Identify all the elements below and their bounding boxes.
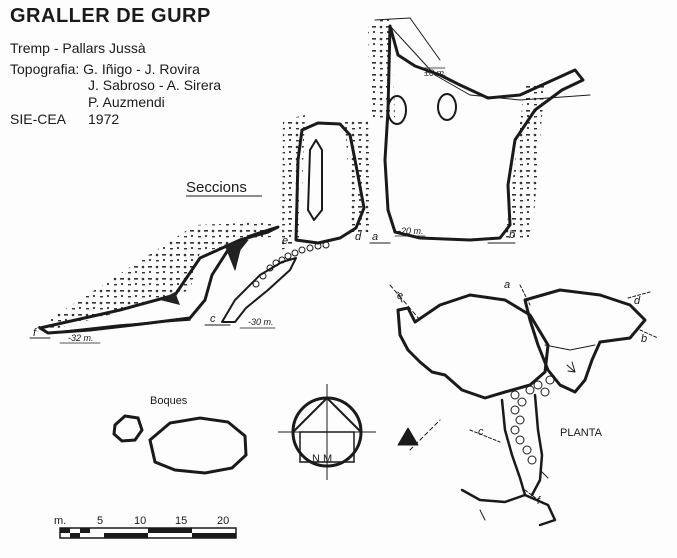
plan-lower-passage [500,393,544,497]
rock-fill-left [160,292,180,305]
plan-letter-b: b [641,333,647,345]
plan-letter-d: d [634,295,641,307]
section-letter-f: f [33,327,37,339]
plan-arrow [566,361,576,373]
survey-year: 1972 [88,111,120,127]
depth-label-20: -20 m. [398,226,424,236]
compass-letters: N M [312,453,332,465]
plan-triangle-feature [397,427,419,446]
plan-label: PLANTA [560,427,603,439]
plan-stream-arrows [479,469,549,521]
scale-tick-20: 20 [217,515,229,527]
sections-label: Seccions [186,179,247,196]
plan-cut-d [627,291,651,299]
surface-rock-top [374,17,441,61]
section-letter-d: d [355,231,362,243]
topography-line-3: P. Auzmendi [88,94,165,110]
organization-label: SIE-CEA [10,111,67,127]
surface-line [389,25,591,101]
depth-label-30: -30 m. [248,317,274,327]
section-letter-a: a [372,231,378,243]
section-letter-b: b [509,229,515,241]
plan-boulders [510,375,555,465]
entrance-large [148,416,248,475]
boulder-chain [252,241,330,288]
plan-letter-f: f [537,495,541,507]
survey-title: GRALLER DE GURP [10,5,211,27]
section-c-branch [221,257,297,323]
scale-tick-15: 15 [175,515,187,527]
central-shaft-outline [294,121,366,245]
entrance-small [112,414,144,443]
plan-cut-f [524,489,546,506]
rock-band-left [30,222,275,332]
plan-passage-bottom [460,488,557,527]
depth-label-32: -32 m. [68,333,94,343]
depth-label-0: ±0 m. [424,68,446,78]
scale-unit: m. [54,515,66,527]
scale-bar [59,527,237,539]
section-letter-c: c [210,313,216,325]
sections-profile [29,17,591,344]
rock-band-right [505,80,545,240]
left-gallery-floor [47,319,191,334]
topography-line-2: J. Sabroso - A. Sirera [88,77,222,93]
plan-divider [544,344,596,351]
plan-cut-b [639,329,659,339]
plan-letter-c: c [478,426,484,438]
main-chamber-outline [383,24,585,242]
plan-letter-a: a [504,279,510,291]
topography-line-1: Topografia: G. Iñigo - J. Rovira [10,61,200,77]
plan-view [389,284,659,527]
chamber-block-right [437,93,457,121]
compass-rose [278,384,376,480]
plan-cut-a [519,284,531,306]
scale-tick-5: 5 [97,515,103,527]
location-line: Tremp - Pallars Jussà [10,40,146,56]
scale-tick-10: 10 [134,515,146,527]
boques-label: Boques [150,395,188,407]
central-shaft-pillar [307,139,323,221]
section-letter-e: e [282,235,288,247]
plan-right-chamber [523,288,647,394]
plan-left-chamber [396,293,550,400]
stalactite-left [224,239,249,271]
plan-letter-e: e [397,290,403,302]
plan-cut-c [469,429,501,443]
chamber-block-left [387,95,407,125]
